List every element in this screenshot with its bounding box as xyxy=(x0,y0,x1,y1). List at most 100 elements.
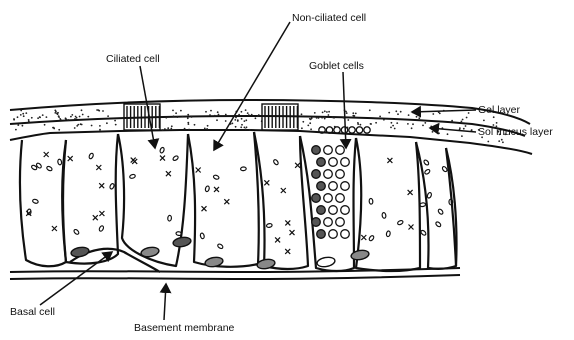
mucus-bubble xyxy=(364,127,370,133)
mucus-dot xyxy=(232,123,234,125)
mucus-dot xyxy=(20,110,22,112)
cytoplasm-oval xyxy=(98,225,104,232)
cytoplasm-cross xyxy=(166,171,171,176)
cytoplasm-oval xyxy=(423,159,429,166)
mucus-dot xyxy=(244,127,246,129)
mucus-dot xyxy=(182,116,184,118)
mucus-dot xyxy=(191,116,193,118)
label-sol-mucus-layer: Sol mucus layer xyxy=(478,126,553,138)
mucus-dot xyxy=(74,127,76,129)
mucus-dot xyxy=(357,123,359,125)
cytoplasm-cross xyxy=(224,199,229,204)
goblet-granule xyxy=(317,206,326,215)
mucus-dot xyxy=(390,127,392,129)
mucus-dot xyxy=(184,128,186,130)
mucus-dot xyxy=(395,110,397,112)
goblet-granule xyxy=(312,146,321,155)
mucus-dot xyxy=(324,110,326,112)
mucus-dot xyxy=(400,111,402,113)
mucus-dot xyxy=(407,123,409,125)
cytoplasm-oval xyxy=(88,153,94,160)
mucus-dot xyxy=(13,118,15,120)
goblet-granule xyxy=(317,230,326,239)
cell-outline-goblet xyxy=(300,136,356,271)
nucleus xyxy=(316,256,335,268)
mucus-dot xyxy=(245,128,247,130)
mucus-dot xyxy=(15,129,17,131)
mucus-dot xyxy=(210,110,212,112)
leader-basement xyxy=(164,284,166,320)
goblet-granule xyxy=(341,206,350,215)
mucus-dot xyxy=(328,111,330,113)
goblet-granule xyxy=(324,218,333,227)
mucus-dot xyxy=(321,117,323,119)
mucus-dot xyxy=(175,112,177,114)
mucus-dot xyxy=(17,124,19,126)
mucus-dot xyxy=(247,112,249,114)
mucus-dot xyxy=(245,109,247,111)
mucus-dot xyxy=(225,114,227,116)
mucus-dot xyxy=(255,117,257,119)
label-basal-cell: Basal cell xyxy=(10,306,55,318)
mucus-dots xyxy=(13,109,506,143)
cytoplasm-oval xyxy=(397,220,404,226)
mucus-dot xyxy=(81,109,83,111)
mucus-dot xyxy=(392,125,394,127)
goblet-granule xyxy=(329,158,338,167)
mucus-dot xyxy=(447,133,449,135)
apical-surface xyxy=(10,130,532,154)
leader-gel xyxy=(412,110,476,112)
goblet-granule xyxy=(341,230,350,239)
mucus-dot xyxy=(37,117,39,119)
goblet-granule xyxy=(329,182,338,191)
mucus-dot xyxy=(218,114,220,116)
goblet-granule xyxy=(336,194,345,203)
mucus-dot xyxy=(307,125,309,127)
mucus-dot xyxy=(309,122,311,124)
label-gel-layer: Gel layer xyxy=(478,104,520,116)
cytoplasm-oval xyxy=(266,223,272,228)
cytoplasm-oval xyxy=(435,221,442,227)
label-ciliated-cell: Ciliated cell xyxy=(106,53,160,65)
mucus-dot xyxy=(388,112,390,114)
mucus-dot xyxy=(173,115,175,117)
cytoplasm-cross xyxy=(44,152,49,157)
cytoplasm-oval xyxy=(109,183,115,190)
mucus-dot xyxy=(46,116,48,118)
mucus-dot xyxy=(251,114,253,116)
mucus-dot xyxy=(355,113,357,115)
mucus-dot xyxy=(301,127,303,129)
mucus-dot xyxy=(114,120,116,122)
cytoplasm-oval xyxy=(240,167,246,171)
mucus-dot xyxy=(375,122,377,124)
cytoplasm-oval xyxy=(73,229,80,236)
mucus-dot xyxy=(316,117,318,119)
cytoplasm-cross xyxy=(295,163,300,168)
mucus-dot xyxy=(235,126,237,128)
mucus-dot xyxy=(411,127,413,129)
mucus-dot xyxy=(487,141,489,143)
mucus-dot xyxy=(209,114,211,116)
mucus-dot xyxy=(370,123,372,125)
mucus-dot xyxy=(314,112,316,114)
mucus-dot xyxy=(502,141,504,143)
mucus-dot xyxy=(54,112,56,114)
mucus-dot xyxy=(102,110,104,112)
mucus-dot xyxy=(302,121,304,123)
mucus-dot xyxy=(217,111,219,113)
mucus-dot xyxy=(80,123,82,125)
cytoplasm-oval xyxy=(46,166,53,172)
mucus-dot xyxy=(67,119,69,121)
mucus-dot xyxy=(52,127,54,129)
mucus-dot xyxy=(318,117,320,119)
mucus-dot xyxy=(65,118,67,120)
mucus-dot xyxy=(438,132,440,134)
nuclei xyxy=(70,236,369,270)
goblet-granule xyxy=(324,146,333,155)
mucus-dot xyxy=(20,114,22,116)
mucus-dot xyxy=(60,119,62,121)
cytoplasm-oval xyxy=(427,192,432,199)
goblet-granule xyxy=(312,170,321,179)
mucus-dot xyxy=(234,119,236,121)
mucus-dot xyxy=(165,117,167,119)
